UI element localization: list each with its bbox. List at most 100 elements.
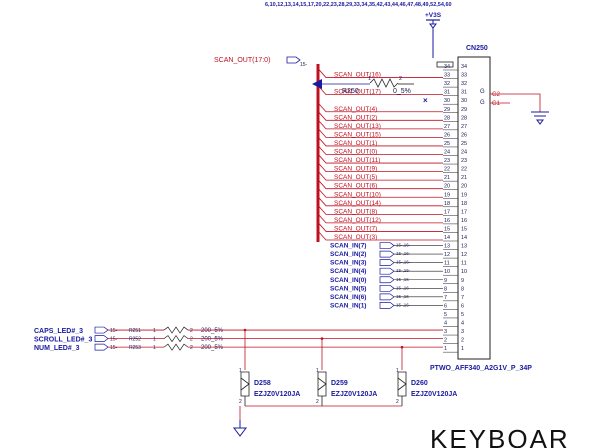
- pin-number-outer: 23: [444, 158, 450, 164]
- pin-number-outer: 6: [444, 303, 447, 309]
- pin-number-inner: 33: [461, 73, 467, 79]
- scan-in-ref: 15-,16-: [396, 294, 411, 299]
- scan-out-wire: [317, 85, 443, 96]
- power-arrow: [429, 20, 437, 29]
- pin-number-inner: 4: [461, 321, 464, 327]
- pin-number-outer: 15: [444, 226, 450, 232]
- led-res-value: 200_5%: [201, 337, 224, 343]
- diode-symbol-icon: [240, 377, 250, 391]
- pin-number-inner: 19: [461, 192, 467, 198]
- pin-number-outer: 25: [444, 141, 450, 147]
- scan-out-label: SCAN_OUT(14): [334, 200, 381, 207]
- pin-number-outer: 8: [444, 286, 447, 292]
- diode-ref: D260: [411, 380, 428, 387]
- power-net-label: +V3S: [425, 12, 442, 19]
- pin-number-inner: 3: [461, 329, 464, 335]
- led-res-zigzag: [163, 326, 189, 334]
- r250-ref: R250: [342, 88, 359, 95]
- led-res-value: 200_5%: [201, 345, 224, 351]
- bus-ref: 15-: [300, 62, 308, 68]
- pin-number-outer: 19: [444, 192, 450, 198]
- scan-out-wire: [317, 128, 443, 138]
- pin-number-outer: 3: [444, 329, 447, 335]
- scan-in-ref: 15-,16-: [396, 268, 411, 273]
- scan-out-wire: [317, 222, 443, 232]
- power-rail: +V3S: [425, 12, 442, 58]
- pin-number-outer: 11: [444, 261, 450, 267]
- led-res-pin1: 1: [153, 345, 156, 351]
- scan-in-label: SCAN_IN(7): [330, 243, 366, 250]
- pin-number-outer: 28: [444, 115, 450, 121]
- scan-in-label: SCAN_IN(6): [330, 294, 366, 301]
- pin-number-outer: 22: [444, 167, 450, 173]
- diode-pin2: 2: [239, 399, 242, 405]
- pin-number-outer: 14: [444, 235, 450, 241]
- pin-number-outer: 16: [444, 218, 450, 224]
- ground-symbol-cn: [531, 111, 549, 125]
- scan-in-label: SCAN_IN(0): [330, 277, 366, 284]
- diode-pin2: 2: [396, 399, 399, 405]
- scan-out-label: SCAN_OUT(5): [334, 174, 377, 181]
- scan-out-wire: [317, 213, 443, 224]
- pin-number-inner: 34: [461, 64, 467, 70]
- scan-out-label: SCAN_OUT(16): [334, 72, 381, 79]
- led-res-zigzag: [163, 343, 189, 351]
- scan-out-label: SCAN_OUT(0): [334, 149, 377, 156]
- scan-out-label: SCAN_OUT(3): [334, 234, 377, 241]
- led-res-value: 200_5%: [201, 328, 224, 334]
- connector-cn250: CN250 PTWO_AFF340_A2G1V_P_34P 3433323130…: [430, 45, 549, 372]
- led-ref: 15-: [110, 345, 118, 351]
- g-net-b: G1: [492, 101, 501, 107]
- scan-in-ref: 15-,16-: [396, 260, 411, 265]
- scan-out-signals: SCAN_OUT(16)SCAN_OUT(17)SCAN_OUT(4)SCAN_…: [317, 68, 443, 241]
- scan-out-wire: [317, 153, 443, 164]
- led-res-zigzag: [163, 334, 189, 343]
- pin-number-outer: 33: [444, 73, 450, 79]
- pin-number-inner: 21: [461, 175, 467, 181]
- scan-out-wire: [317, 187, 443, 198]
- scan-out-label: SCAN_OUT(9): [334, 166, 377, 173]
- bus-offpage-connector: [286, 56, 301, 64]
- scan-out-label: SCAN_OUT(2): [334, 114, 377, 121]
- scan-out-wire: [317, 111, 443, 121]
- pin-number-inner: 2: [461, 338, 464, 344]
- scan-out-label: SCAN_OUT(13): [334, 123, 381, 130]
- scan-out-wire: [317, 170, 443, 181]
- pin-number-outer: 29: [444, 107, 450, 113]
- pin-number-outer: 13: [444, 244, 450, 250]
- pin-number-inner: 14: [461, 235, 467, 241]
- ground-symbol-diodes: [233, 420, 247, 437]
- scan-out-label: SCAN_OUT(4): [334, 106, 377, 113]
- pin-number-inner: 1: [461, 346, 464, 352]
- diode-part: EZJZ0V120JA: [331, 391, 377, 398]
- scan-out-wire: [317, 205, 443, 215]
- pin-number-inner: 25: [461, 141, 467, 147]
- pin-number-inner: 17: [461, 209, 467, 215]
- pin-number-inner: 12: [461, 252, 467, 258]
- pin-number-inner: 32: [461, 81, 467, 87]
- scan-in-label: SCAN_IN(5): [330, 285, 366, 292]
- scan-in-offpage: [379, 284, 395, 292]
- pin-number-outer: 18: [444, 201, 450, 207]
- pin-number-inner: 6: [461, 303, 464, 309]
- pin-number-outer: 24: [444, 150, 450, 156]
- scan-in-label: SCAN_IN(4): [330, 268, 366, 275]
- pin-number-outer: 32: [444, 81, 450, 87]
- scan-in-offpage: [379, 242, 395, 249]
- nc-mark: ×: [423, 96, 428, 105]
- r250-arrow-icon: [312, 79, 322, 89]
- g-pin-a: G: [480, 89, 485, 95]
- scan-out-wire: [317, 145, 443, 155]
- scan-in-ref: 15-,16-: [396, 302, 411, 307]
- r250-pin1: 1: [368, 76, 371, 82]
- top-page-refs: 6,10,12,13,14,15,17,20,22,23,28,29,33,34…: [265, 2, 452, 8]
- diode-ref: D258: [254, 380, 271, 387]
- pin-number-outer: 2: [444, 338, 447, 344]
- diode-ref: D259: [331, 380, 348, 387]
- pin-number-outer: 27: [444, 124, 450, 130]
- pin-number-inner: 10: [461, 269, 467, 275]
- scan-in-label: SCAN_IN(2): [330, 251, 366, 258]
- bus-name: SCAN_OUT(17:0): [214, 57, 270, 64]
- scan-in-ref: 15-,16-: [396, 277, 411, 282]
